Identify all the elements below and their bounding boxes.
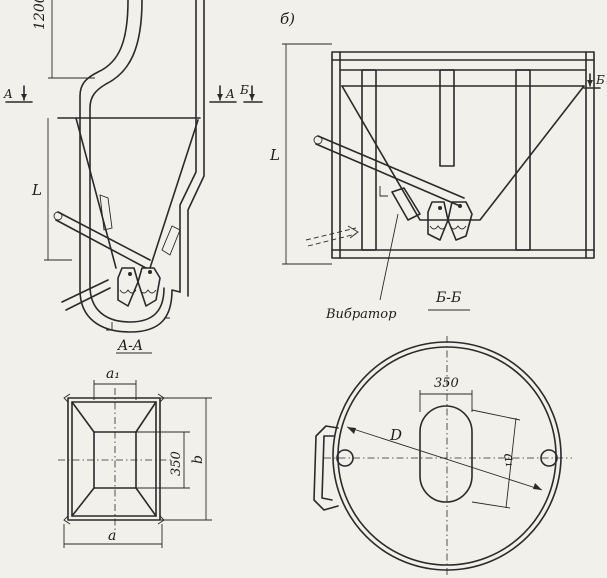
section-b-right-arrowhead [587,80,593,86]
dim-a1-top-label: a₁ [106,366,120,382]
right-elevation-view: б) L [269,10,605,322]
square-outer-inner [71,401,157,517]
dim-a1-circle-label: a₁ [500,452,518,469]
handle-line-1 [61,279,109,303]
dim-a1-circle-ext-b [471,501,511,509]
dim-b-label: b [190,455,206,464]
dim-1200-label: 1200 [32,0,48,30]
vibrator-box [391,187,421,221]
frame-rail-inner [187,0,205,297]
hopper-body [341,85,585,221]
section-a-right-arrowhead [217,94,223,100]
gate-jaw-b-left [427,201,449,241]
section-bb-label: Б-Б [435,290,461,306]
square-diag-bl [71,487,95,517]
lever-handle-end [53,211,63,221]
feed-pipe-inner [89,0,143,119]
side-bracket-left [161,225,181,256]
variant-b-label: б) [280,10,295,28]
dim-L-left-label: L [31,181,42,199]
gate-jaw-left [117,267,139,307]
square-outer [67,397,161,521]
section-b-left-label: Б [239,83,249,97]
section-a-left-label: A [3,87,13,101]
section-a-right-label: A [225,87,235,101]
post-center [439,69,455,167]
handle-b-dashed [305,227,357,247]
circle-side-bracket [313,425,339,511]
dim-D-arrow-l [347,427,356,434]
gate-jaw-b-hatching [429,225,467,230]
vibrator-plate-left [99,194,113,231]
gate-jaw-right [137,267,161,307]
lower-frame-outer [79,117,181,333]
square-diag-tl [71,401,95,433]
vibrator-leader [379,213,399,301]
lever-b-handle [313,135,323,145]
handle-line-2 [65,287,111,311]
gate-jaw-hatching [119,289,157,294]
left-elevation-view: 1200 L [3,0,263,354]
circle-side-bracket-inner [321,435,335,501]
feed-pipe-outer [79,0,129,119]
section-aa-label: A-A [116,338,143,354]
dim-D-arrow-r [533,483,542,490]
dim-350-circle-label: 350 [434,376,459,391]
gate-pivot-left [128,272,132,276]
hopper-left-wall [75,117,117,269]
frame-rail-outer [179,0,197,293]
vibrator-label: Вибратор [325,307,397,322]
lever-b-lower [315,143,461,207]
dim-L-right-label: L [269,146,280,164]
gate-b-pivot-left [438,206,442,210]
section-b-left-arrowhead [249,94,255,100]
handle-b-end [347,225,359,239]
lever-arm-upper [57,211,151,261]
frame-outer [331,51,595,259]
section-b-right-label: Б [595,73,605,87]
dim-a1-circle-line [505,417,517,509]
dim-D-label: D [389,426,402,444]
lever-b-upper [317,135,465,199]
dim-350-square-label: 350 [169,451,184,476]
circle-opening [419,405,473,503]
frame-feet [106,317,170,331]
circular-plan-view: D 350 a₁ [313,336,572,578]
gate-pivot-right [148,270,152,274]
square-plan-view: a₁ 350 b a [58,366,212,548]
vibrator-bracket [379,186,388,197]
section-a-left-arrowhead [21,94,27,100]
dim-a-label: a [108,528,116,544]
post-right [515,69,531,251]
dim-a1-circle-ext-t [471,409,521,421]
lever-arm-lower [55,219,147,269]
square-diag-tr [135,401,157,433]
square-diag-br [135,487,157,517]
hopper-right-wall [149,119,199,269]
